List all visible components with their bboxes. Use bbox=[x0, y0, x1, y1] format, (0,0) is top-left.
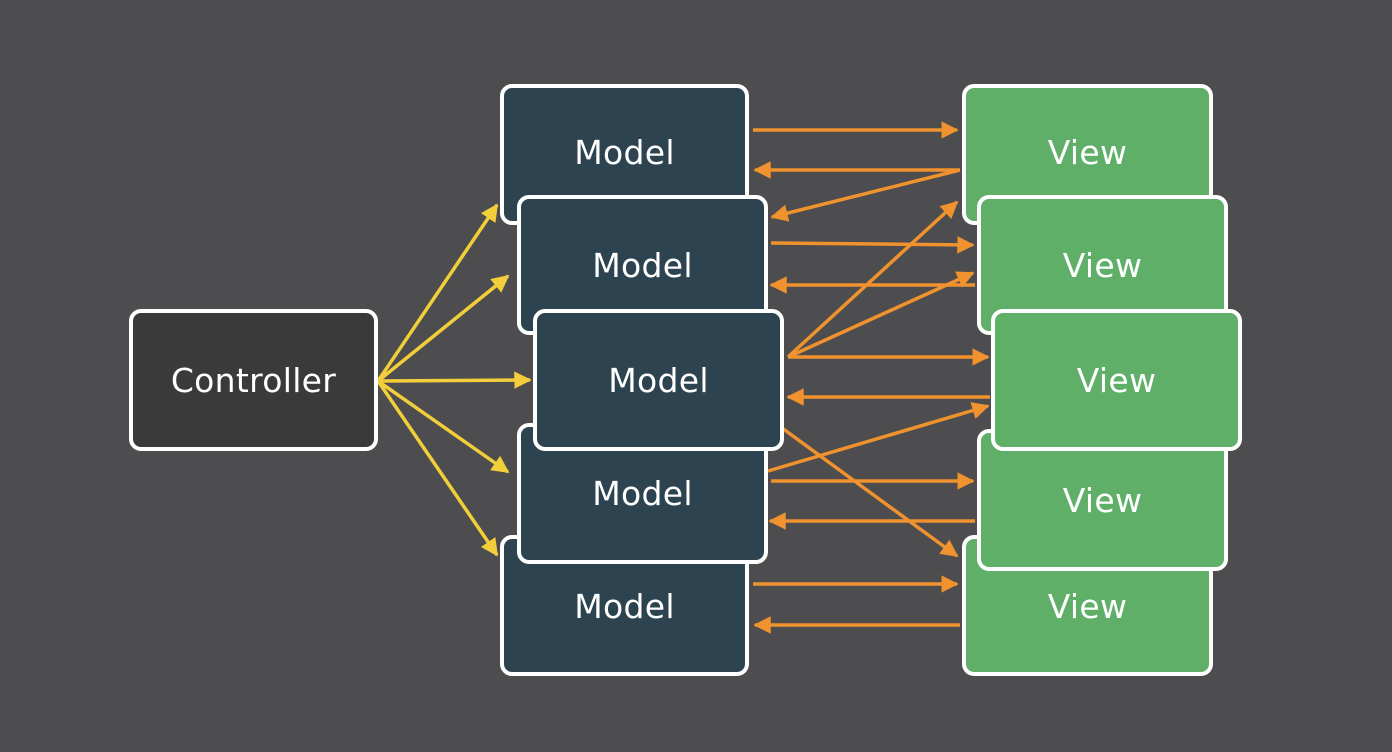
controller-node: Controller bbox=[129, 309, 378, 451]
view-label: View bbox=[1062, 480, 1143, 520]
controller-to-model-5-arrow bbox=[376, 380, 499, 557]
controller-to-model-4-arrow bbox=[376, 379, 510, 474]
model-2-to-view-2-arrow bbox=[770, 236, 975, 254]
view-1-to-model-2-arrow bbox=[770, 168, 961, 222]
view-node-3: View bbox=[991, 309, 1242, 451]
view-label: View bbox=[1047, 587, 1128, 626]
view-label: View bbox=[1047, 133, 1128, 172]
model-view-arrows bbox=[753, 121, 990, 634]
model-node-3: Model bbox=[533, 309, 784, 451]
controller-to-model-2-arrow bbox=[376, 274, 510, 383]
model-3-to-view-5-arrow bbox=[780, 426, 959, 558]
model-4-to-view-3-arrow bbox=[767, 402, 990, 473]
controller-label: Controller bbox=[170, 360, 337, 400]
controller-arrows bbox=[376, 203, 532, 557]
model-label: Model bbox=[592, 245, 693, 285]
model-label: Model bbox=[592, 474, 693, 513]
model-label: Model bbox=[608, 360, 709, 400]
controller-to-model-1-arrow bbox=[376, 203, 499, 382]
model-3-to-view-2-arrow bbox=[787, 271, 975, 359]
model-3-to-view-1-arrow bbox=[786, 200, 959, 359]
view-label: View bbox=[1062, 245, 1143, 285]
model-label: Model bbox=[574, 133, 675, 172]
model-label: Model bbox=[574, 587, 675, 626]
controller-to-model-3-arrow bbox=[377, 371, 532, 389]
view-label: View bbox=[1076, 360, 1157, 400]
